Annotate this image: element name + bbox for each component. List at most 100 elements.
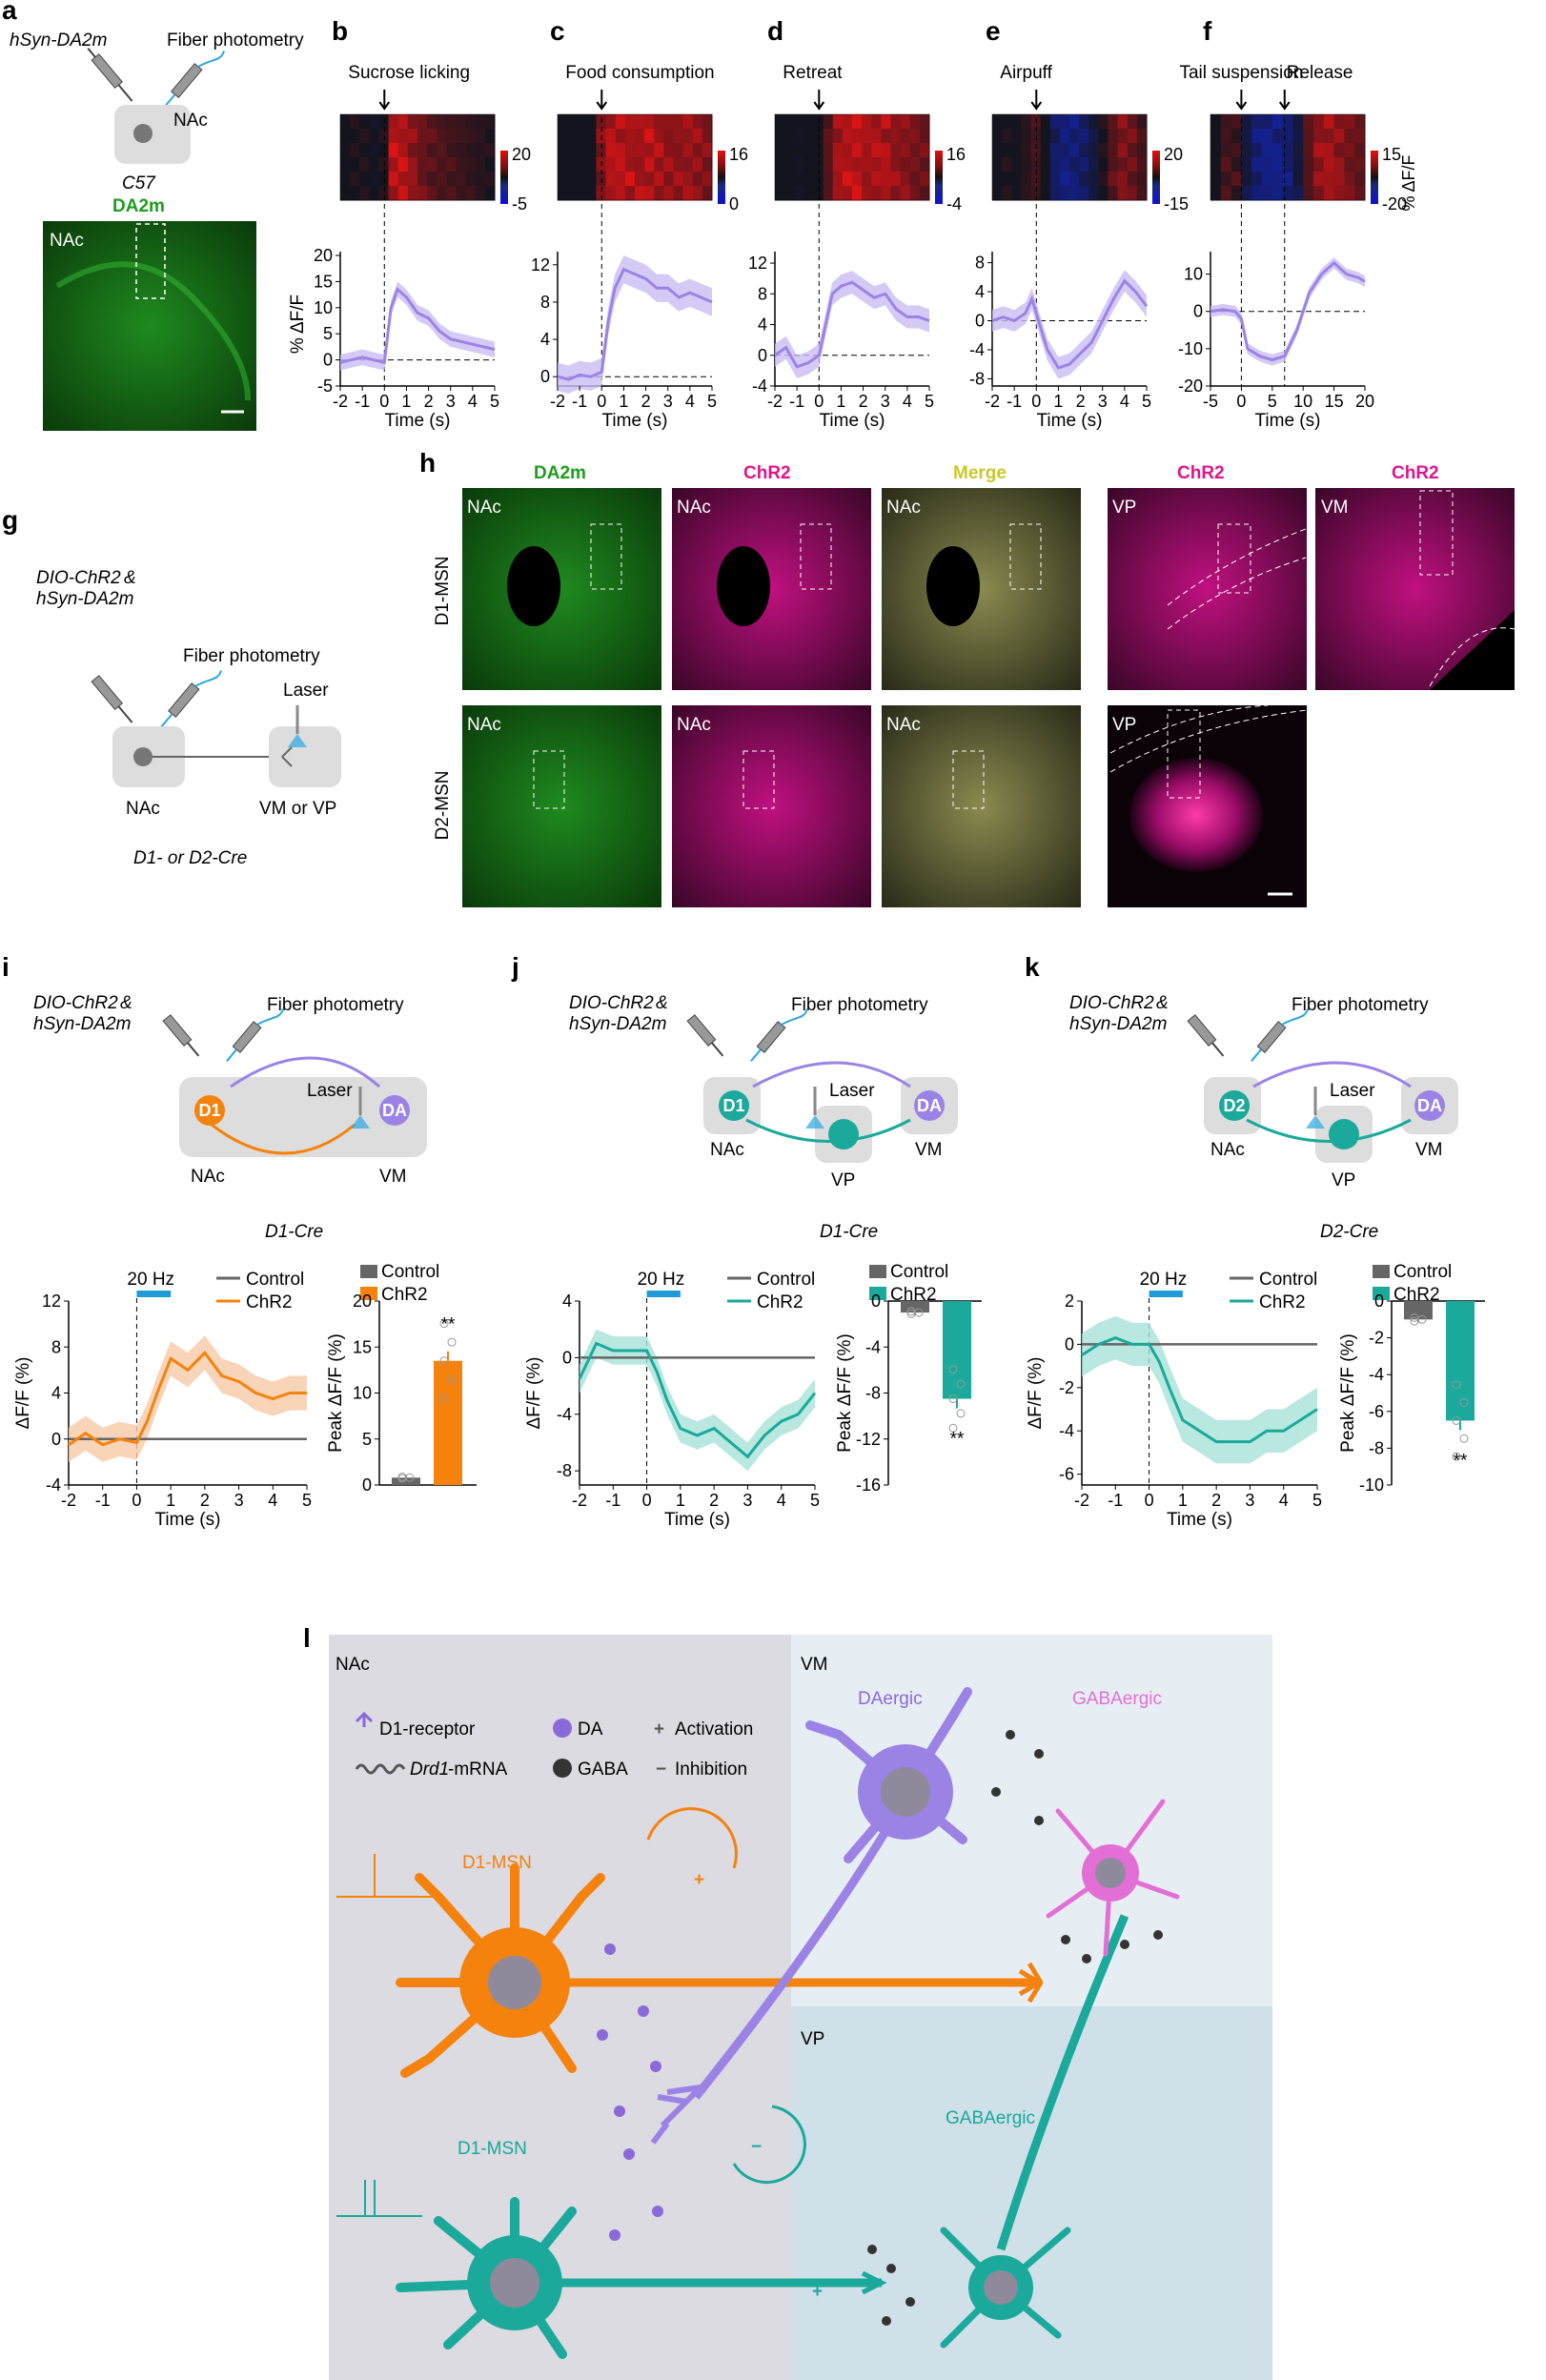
heatmap-cell <box>1059 172 1070 187</box>
j-d1-label: D1 <box>722 1096 744 1115</box>
heatmap-cell <box>577 172 587 187</box>
h-d1-ventricle-2 <box>717 546 770 626</box>
colorbar-max-label: 20 <box>512 145 531 164</box>
heatmap-cell <box>624 114 636 130</box>
heatmap-cell <box>407 143 418 158</box>
nac-neuron <box>133 124 153 143</box>
x-axis-label: Time (s) <box>602 411 668 431</box>
heatmap-cell <box>890 172 902 187</box>
y-axis-label: % ΔF/F <box>288 295 308 354</box>
event-arrow <box>596 90 608 111</box>
j-da-label: DA <box>917 1096 942 1115</box>
heatmap-cell <box>417 143 428 158</box>
colorbar-min-label: -4 <box>946 194 962 214</box>
heatmap-cell <box>890 143 902 158</box>
y-tick-label: 12 <box>748 254 767 273</box>
heatmap-cell <box>1313 143 1325 158</box>
heatmap-cell <box>635 172 645 187</box>
heatmap-cell <box>794 143 804 158</box>
data-point <box>948 1365 958 1374</box>
k-virus1: DIO-ChR2 <box>1069 993 1154 1013</box>
heatmap-cell <box>340 172 351 187</box>
x-tick-label: 5 <box>810 1491 820 1510</box>
x-tick-label: 3 <box>1098 392 1108 411</box>
i-d1-projection <box>211 1123 356 1155</box>
heatmap-cell <box>465 114 477 130</box>
bar-legend-chr2-swatch <box>360 1287 377 1300</box>
heatmap-cell <box>350 129 360 144</box>
trace-line <box>339 287 496 365</box>
x-tick-label: -2 <box>572 1491 587 1510</box>
h-d1-nac-1: NAc <box>467 498 501 518</box>
heatmap-cell <box>1069 186 1080 201</box>
heatmap-cell <box>417 172 428 187</box>
h-col-chr2-vm: ChR2 <box>1392 463 1439 483</box>
heatmap-cell <box>1313 172 1325 187</box>
heatmap-cell <box>1127 172 1138 187</box>
x-tick-label: 1 <box>166 1491 175 1510</box>
heatmap-cell <box>615 129 626 144</box>
heatmap-cell <box>350 114 360 130</box>
y-tick-label: 4 <box>51 1384 61 1403</box>
y-axis-label: ΔF/F (%) <box>524 1356 544 1429</box>
laser-icon <box>288 734 307 747</box>
j-da-projection <box>752 1061 911 1088</box>
bar-y-tick-label: 10 <box>353 1384 372 1403</box>
heatmap-cell <box>1323 114 1335 130</box>
heatmap-cell <box>1030 143 1042 158</box>
heatmap-cell <box>1292 157 1304 173</box>
heatmap-cell <box>437 186 447 201</box>
syringe-icon <box>1187 1014 1225 1057</box>
j-amp: & <box>656 993 668 1013</box>
heatmap-cell <box>804 143 814 158</box>
d1-axon-terminal <box>1018 1962 1044 2004</box>
heatmap-cell <box>388 129 399 144</box>
heatmap-cell <box>437 129 447 144</box>
heatmap-cell <box>350 157 360 173</box>
da-icon <box>553 1719 572 1738</box>
optic-fiber-icon <box>163 51 225 109</box>
heatmap-cell <box>1220 157 1232 173</box>
heatmap-cell <box>1108 157 1119 173</box>
method-label: Fiber photometry <box>167 31 304 51</box>
data-point <box>906 1309 916 1318</box>
heatmap-cell <box>397 129 409 144</box>
event-label: Retreat <box>783 63 843 83</box>
i-virus2: hSyn-DA2m <box>33 1014 131 1034</box>
heatmap-cell <box>1323 172 1335 187</box>
heatmap-cell <box>862 157 872 173</box>
panel-h: h DA2m ChR2 Merge ChR2 ChR2 D1-MSN D2-MS… <box>419 448 1515 907</box>
h-d2-vp-label: VP <box>1112 715 1136 735</box>
heatmap-cell <box>1079 143 1089 158</box>
x-tick-label: 5 <box>925 392 934 411</box>
heatmap-cell <box>900 129 911 144</box>
legend-d1r: D1-receptor <box>379 1719 476 1739</box>
l-vp-label: VP <box>801 2029 824 2049</box>
heatmap-cell <box>784 157 795 173</box>
heatmap-cell <box>1098 114 1109 130</box>
heatmap-cell <box>1271 157 1284 173</box>
heatmap-cell <box>407 129 418 144</box>
x-axis-label: Time (s) <box>1037 411 1103 431</box>
heatmap-cell <box>1136 129 1148 144</box>
da-axon-to-nac <box>692 1827 890 2100</box>
x-tick-label: 4 <box>685 392 695 411</box>
heatmap-cell <box>1333 129 1345 144</box>
colorbar <box>1371 151 1378 204</box>
x-tick-label: -2 <box>985 392 1000 411</box>
heatmap-cell <box>407 186 418 201</box>
heatmap-cell <box>484 114 496 130</box>
heatmap-cell <box>919 114 930 130</box>
heatmap-cell <box>558 114 568 130</box>
heatmap-cell <box>852 129 863 144</box>
heatmap-cell <box>427 143 437 158</box>
trace-line <box>1210 260 1366 362</box>
k-vp: VP <box>1332 1170 1355 1190</box>
sem-band <box>340 281 495 371</box>
panel-label-j: j <box>511 952 519 982</box>
bar-legend-chr2: ChR2 <box>381 1285 428 1305</box>
heatmap-cell <box>1262 172 1273 187</box>
x-tick-label: -5 <box>1203 392 1218 411</box>
heatmap-cell <box>1127 129 1138 144</box>
